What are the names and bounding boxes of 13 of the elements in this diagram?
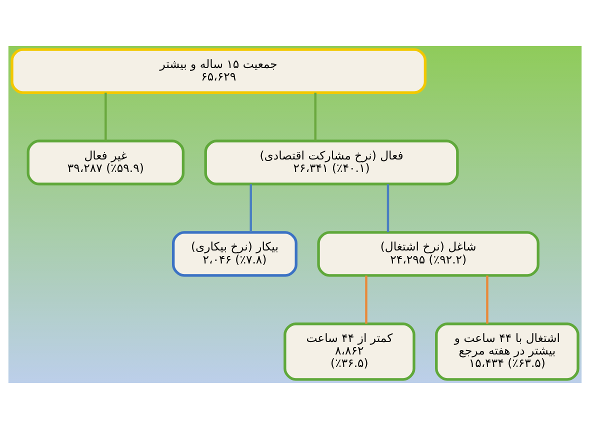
node-box: بیکار (نرخ بیکاری) ۲،۰۴۶ (٪۷.۸) [172,231,298,277]
connector [486,276,488,324]
connector [314,92,316,141]
node-box: فعال (نرخ مشارکت اقتصادی) ۲۶،۳۴۱ (٪۴۰.۱) [204,140,459,186]
node-box: جمعیت ۱۵ ساله و بیشتر ۶۵،۶۲۹ [10,48,427,94]
node-box: اشتغال با ۴۴ ساعت و بیشتر در هفته مرجع ۱۵،۴۳۴ (٪۶۳.۵) [435,322,580,381]
node-box: کمتر از ۴۴ ساعت ۸،۸۶۲ (٪۳۶.۵) [284,322,416,381]
node-box: شاغل (نرخ اشتغال) ۲۴،۲۹۵ (٪۹۲.۲) [317,231,540,277]
connector [104,92,107,141]
connector [386,184,390,232]
connector [365,276,368,324]
node-box: غیر فعال ۳۹،۲۸۷ (٪۵۹.۹) [26,140,185,186]
connector [250,184,252,232]
